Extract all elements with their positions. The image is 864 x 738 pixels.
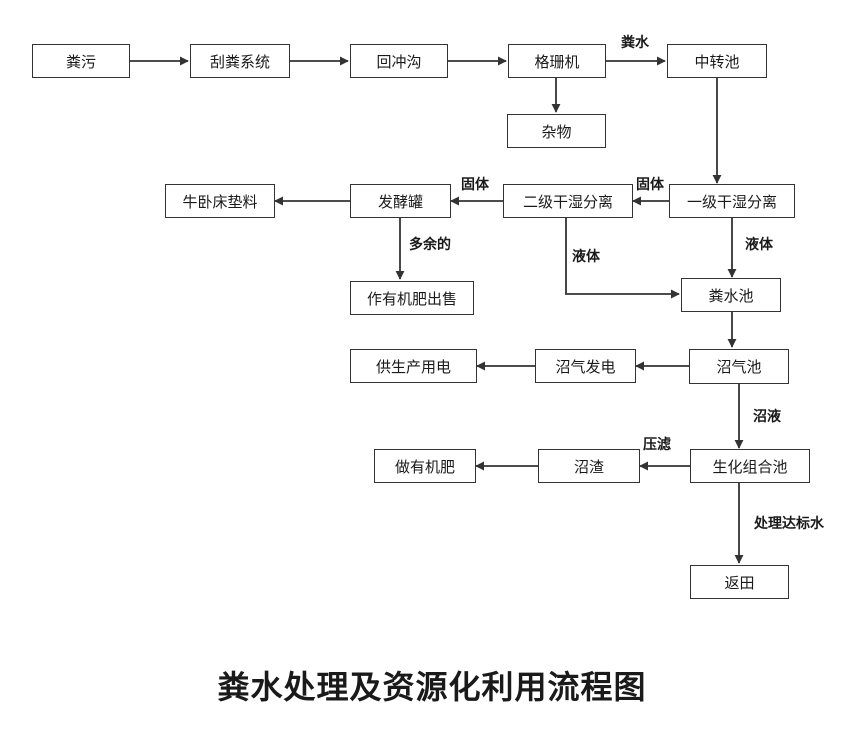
node-zhaoqifadian: 沼气发电	[535, 349, 636, 383]
node-zawu: 杂物	[507, 114, 606, 148]
arrow-erji-to-fenshuichi	[565, 218, 680, 299]
node-fantian: 返田	[690, 565, 789, 599]
node-zhaozha: 沼渣	[538, 449, 640, 483]
node-huichonggou: 回冲沟	[350, 44, 448, 78]
node-fajiaoguan: 发酵罐	[350, 184, 451, 218]
edge-label-yeti-yiji: 液体	[745, 237, 773, 253]
edge-label-dabiao: 处理达标水	[754, 516, 824, 532]
node-zuoyouji-sell: 作有机肥出售	[350, 281, 474, 315]
node-fenwu: 粪污	[32, 44, 130, 78]
edge-label-guti-erji: 固体	[636, 177, 664, 193]
node-erji: 二级干湿分离	[503, 184, 633, 218]
node-niuwo: 牛卧床垫料	[165, 184, 275, 218]
edge-label-yeti-erji: 液体	[572, 249, 600, 265]
edge-label-fenshui: 粪水	[621, 35, 649, 51]
edge-label-yalv: 压滤	[643, 437, 671, 453]
node-guafen: 刮粪系统	[190, 44, 290, 78]
diagram-title: 粪水处理及资源化利用流程图	[217, 668, 647, 706]
node-shenghua: 生化组合池	[690, 449, 810, 483]
node-fenshuichi: 粪水池	[681, 278, 781, 312]
node-zuoyouji: 做有机肥	[374, 449, 476, 483]
node-yiji: 一级干湿分离	[669, 184, 795, 218]
node-zhongzhuanchi: 中转池	[667, 44, 767, 78]
node-geshanji: 格珊机	[508, 44, 606, 78]
edge-label-duoyu: 多余的	[409, 237, 451, 253]
node-zhaoqichi: 沼气池	[689, 349, 789, 384]
edge-label-zhaoye: 沼液	[753, 409, 781, 425]
edge-label-guti-fajiao: 固体	[461, 177, 489, 193]
node-gongsheng: 供生产用电	[350, 349, 477, 383]
